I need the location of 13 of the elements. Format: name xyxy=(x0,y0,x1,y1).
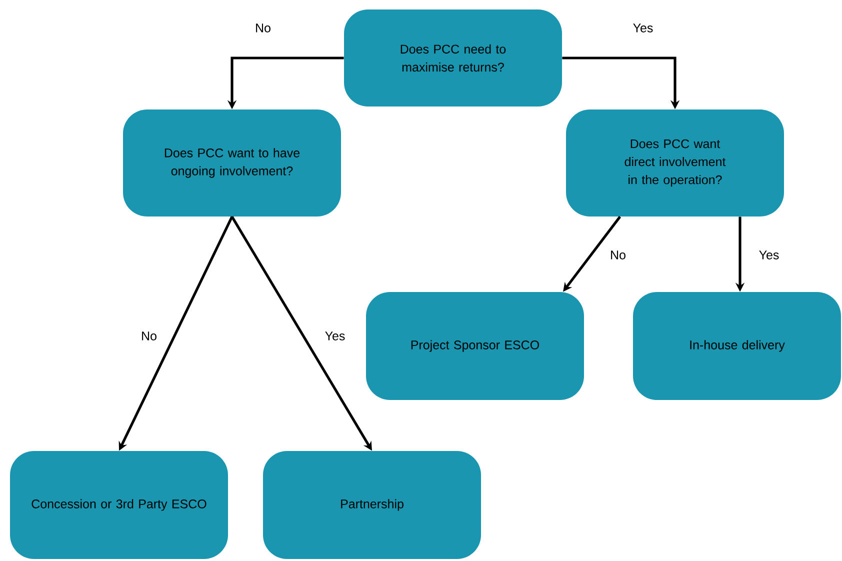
decision-box: Partnership xyxy=(263,451,481,559)
edge-label: No xyxy=(142,332,156,340)
decision-box: In-house delivery xyxy=(633,292,841,400)
decision-box: Does PCC want to have ongoing involvement? xyxy=(123,110,341,216)
edge-label: Yes xyxy=(759,250,779,260)
decision-box: Concession or 3rd Party ESCO xyxy=(10,451,228,559)
edge-label: Yes xyxy=(633,24,653,32)
edge-label: No xyxy=(611,250,626,260)
decision-box: Does PCC want direct involvement in the operation? xyxy=(566,110,784,216)
edge-label: Yes xyxy=(325,332,345,340)
decision-box: Project Sponsor ESCO xyxy=(366,292,584,400)
decision-box: Does PCC need to maximise returns? xyxy=(344,10,562,106)
edge-label: No xyxy=(256,24,270,32)
